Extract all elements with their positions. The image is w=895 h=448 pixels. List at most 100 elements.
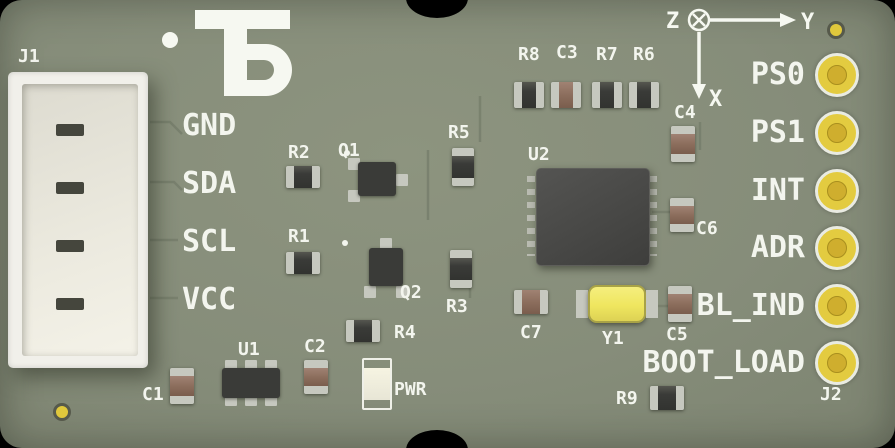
pad: [646, 290, 658, 318]
component-y1: [576, 284, 658, 324]
pad: [629, 82, 637, 108]
axis-z-label: Z: [666, 9, 679, 34]
pad: [452, 178, 474, 186]
pad: [540, 290, 548, 314]
pad: [452, 148, 474, 156]
pad: [668, 286, 692, 294]
transistor-body: [358, 162, 396, 196]
component-r8: [514, 82, 544, 108]
resistor-body: [294, 252, 312, 274]
pad: [364, 360, 390, 368]
component-c6: [670, 198, 694, 232]
crystal-body: [588, 285, 646, 323]
mounting-via: [827, 21, 845, 39]
axis-y-label: Y: [801, 10, 815, 35]
gold-pad-boot-load: [815, 341, 859, 385]
connector-j2-label: J2: [820, 384, 842, 405]
pad: [348, 190, 360, 202]
pad: [286, 166, 294, 188]
transistor-body: [369, 248, 403, 286]
pin1-marker-dot: [344, 150, 350, 156]
pin-label-boot-load: BOOT_LOAD: [642, 345, 805, 380]
pad: [670, 224, 694, 232]
component-r1: [286, 252, 320, 274]
resistor-body: [522, 82, 536, 108]
ref-label-r9: R9: [616, 388, 638, 409]
pad: [651, 82, 659, 108]
ref-label-r1: R1: [288, 226, 310, 247]
pad: [170, 368, 194, 376]
component-r2: [286, 166, 320, 188]
ref-label-c6: C6: [696, 218, 718, 239]
mounting-via: [53, 403, 71, 421]
capacitor-body: [668, 294, 692, 314]
pad: [450, 250, 472, 258]
pad: [514, 82, 522, 108]
pad: [346, 320, 354, 342]
gold-pad-adr: [815, 226, 859, 270]
pin-label-ps0: PS0: [750, 57, 805, 92]
ref-label-c1: C1: [142, 384, 164, 405]
pad: [265, 360, 277, 369]
component-r7: [592, 82, 622, 108]
ref-label-c7: C7: [520, 322, 542, 343]
pad: [671, 154, 695, 162]
pad: [573, 82, 581, 108]
pin1-marker-dot: [342, 240, 348, 246]
pad: [514, 290, 522, 314]
ref-label-r5: R5: [448, 122, 470, 143]
signal-label-scl: SCL: [182, 224, 237, 259]
pad: [676, 386, 684, 410]
ref-label-c4: C4: [674, 102, 696, 123]
component-u1: [220, 360, 282, 406]
capacitor-body: [522, 290, 540, 314]
resistor-body: [637, 82, 651, 108]
connector-j1-label: J1: [18, 46, 40, 67]
capacitor-body: [671, 134, 695, 154]
pad: [170, 396, 194, 404]
ref-label-c3: C3: [556, 42, 578, 63]
axis-indicator: Z Y X: [666, 8, 815, 110]
ref-label-r6: R6: [633, 44, 655, 65]
ref-label-u1: U1: [238, 339, 260, 360]
component-q2: [360, 238, 412, 298]
ref-label-u2: U2: [528, 144, 550, 165]
capacitor-body: [170, 376, 194, 396]
pad: [245, 360, 257, 369]
pad: [614, 82, 622, 108]
pad: [312, 252, 320, 274]
component-c3: [551, 82, 581, 108]
resistor-body: [450, 258, 472, 280]
pad: [396, 286, 408, 298]
signal-label-vcc: VCC: [182, 282, 237, 317]
resistor-body: [658, 386, 676, 410]
ref-label-c5: C5: [666, 324, 688, 345]
pad: [450, 280, 472, 288]
ref-label-r7: R7: [596, 44, 618, 65]
resistor-body: [354, 320, 372, 342]
capacitor-body: [559, 82, 573, 108]
pad: [304, 360, 328, 368]
pad: [592, 82, 600, 108]
pad: [225, 397, 237, 406]
component-r4: [346, 320, 380, 342]
pad: [225, 360, 237, 369]
signal-label-sda: SDA: [182, 166, 237, 201]
pad: [551, 82, 559, 108]
pad: [536, 82, 544, 108]
pad: [265, 397, 277, 406]
component-c4: [671, 126, 695, 162]
pad: [668, 314, 692, 322]
board-notch: [406, 0, 468, 18]
component-c1: [170, 368, 194, 404]
ref-label-q2: Q2: [400, 282, 422, 303]
pin-label-bl-ind: BL_IND: [696, 288, 805, 323]
ref-label-r3: R3: [446, 296, 468, 317]
ref-label-pwr: PWR: [394, 379, 427, 400]
component-u2: [536, 168, 650, 266]
pin-label-adr: ADR: [750, 230, 805, 265]
component-r6: [629, 82, 659, 108]
pad: [286, 252, 294, 274]
